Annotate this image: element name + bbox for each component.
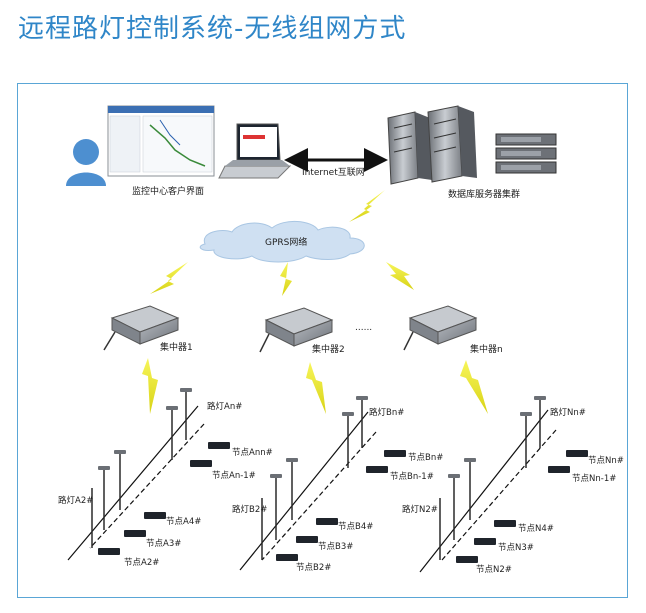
server-tower-1 [387,111,432,185]
page-title: 远程路灯控制系统-无线组网方式 [18,14,407,44]
groupA-node-3: 节点A3# [146,539,181,549]
concentrator-1-label: 集中器1 [160,341,193,353]
groupB-node-top2: 节点Bn-1# [390,472,434,482]
groupA-node-2: 节点A2# [124,558,159,568]
groupA-node-top: 节点Ann# [232,448,273,458]
lamp-group-b [239,396,406,571]
groupB-node-top: 节点Bn# [408,453,443,463]
groupN-lamp-top: 路灯Nn# [550,407,586,418]
lamp-group-a [67,388,230,561]
groupN-node-2: 节点N2# [476,565,512,575]
groupB-node-2: 节点B2# [296,563,331,573]
internet-link-label: Internet互联网 [302,167,365,178]
wireless-bolt-groupN [460,360,488,414]
concentrator-2-device [259,307,334,353]
groupN-lamp-bottom: 路灯N2# [402,504,438,515]
wireless-bolt-groupB [306,362,326,414]
concentrator-n-device [403,305,478,351]
groupA-node-top2: 节点An-1# [212,471,256,481]
wireless-bolt-groupA [142,358,158,414]
wireless-bolt-concn [386,262,414,290]
diagram-frame [17,83,628,598]
groupB-node-4: 节点B4# [338,522,373,532]
rack-server-stack [495,133,557,174]
monitor-screenshot [107,105,215,177]
wireless-bolt-conc2 [280,262,292,296]
groupN-node-top2: 节点Nn-1# [572,474,616,484]
gprs-cloud [199,221,365,263]
groupN-node-3: 节点N3# [498,543,534,553]
lamp-group-n [419,396,588,573]
groupB-node-3: 节点B3# [318,542,353,552]
concentrator-1-device [103,305,180,351]
wireless-bolt-server [349,190,385,222]
groupA-node-4: 节点A4# [166,517,201,527]
groupB-lamp-bottom: 路灯B2# [232,504,267,515]
user-icon [66,139,106,186]
groupN-node-top: 节点Nn# [588,456,624,466]
server-tower-2 [427,105,477,183]
concentrator-2-label: 集中器2 [312,343,345,355]
client-label: 监控中心客户界面 [132,185,204,197]
server-label: 数据库服务器集群 [448,188,520,200]
wireless-bolt-conc1 [150,262,188,294]
groupA-lamp-bottom: 路灯A2# [58,495,93,506]
groupB-lamp-top: 路灯Bn# [369,407,404,418]
concentrator-dots: ...... [355,323,372,333]
laptop-icon [218,123,292,179]
concentrator-n-label: 集中器n [470,343,503,355]
groupN-node-4: 节点N4# [518,524,554,534]
cloud-label: GPRS网络 [265,236,307,248]
groupA-lamp-top: 路灯An# [207,401,242,412]
